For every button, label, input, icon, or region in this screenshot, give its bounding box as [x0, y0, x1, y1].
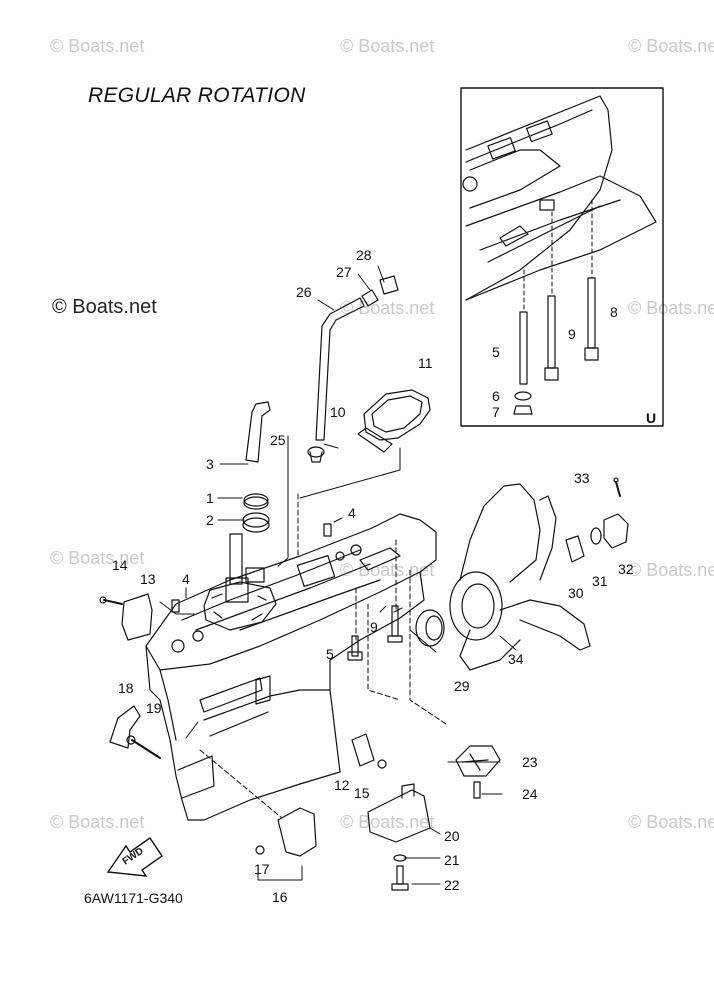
- callout-19: 19: [146, 700, 162, 716]
- washer-31: [590, 527, 602, 545]
- washer-30: [565, 535, 585, 563]
- callout-28: 28: [356, 247, 372, 263]
- housing-detail-cavities: [171, 544, 401, 653]
- watermark: © Boats.net: [628, 36, 714, 56]
- bolt-24: [473, 781, 481, 799]
- dashed-guides: [199, 493, 447, 819]
- cover-23: [455, 745, 501, 777]
- callout-31: 31: [592, 573, 608, 589]
- watermark: © Boats.net: [50, 36, 145, 56]
- nut-32: [603, 513, 629, 549]
- callout-34: 34: [508, 651, 524, 667]
- callout-5: 5: [492, 344, 500, 360]
- dowel-4b: [171, 599, 180, 613]
- oil-seal-1: [243, 493, 269, 507]
- callout-33: 33: [574, 470, 590, 486]
- water-tube-3: [245, 401, 271, 463]
- callout-16: 16: [272, 889, 288, 905]
- callout-17: 17: [254, 861, 270, 877]
- watermark: © Boats.net: [340, 298, 435, 318]
- callout-4: 4: [182, 571, 190, 587]
- inset-housing-drawing: [462, 95, 657, 301]
- anode-12: [351, 733, 375, 767]
- callout-24: 24: [522, 786, 538, 802]
- watermark: © Boats.net: [340, 36, 435, 56]
- spacer-29: [415, 609, 445, 647]
- inset-frame: [460, 87, 664, 427]
- bolt-22: [396, 865, 404, 885]
- anode-20: [367, 789, 431, 843]
- callout-12: 12: [334, 777, 350, 793]
- callout-14: 14: [112, 557, 128, 573]
- callout-30: 30: [568, 585, 584, 601]
- part-code: 6AW1171-G340: [84, 890, 183, 906]
- anode-16: [277, 807, 317, 857]
- callout-27: 27: [336, 264, 352, 280]
- callout-3: 3: [206, 456, 214, 472]
- callout-2: 2: [206, 512, 214, 528]
- callout-1: 1: [206, 490, 214, 506]
- callout-6: 6: [492, 388, 500, 404]
- fwd-arrow-icon: [106, 837, 163, 877]
- seal-10: [357, 427, 393, 453]
- nut-28: [379, 275, 399, 295]
- callout-23: 23: [522, 754, 538, 770]
- callout-7: 7: [492, 404, 500, 420]
- inset-label: U: [646, 410, 657, 426]
- watermark: © Boats.net: [340, 812, 435, 832]
- watermark-main: © Boats.net: [52, 296, 157, 318]
- inset-bolts: [513, 277, 599, 415]
- oil-seal-2: [242, 512, 270, 528]
- watermark: © Boats.net: [628, 560, 714, 580]
- watermark: © Boats.net: [628, 298, 714, 318]
- callout-26: 26: [296, 284, 312, 300]
- bolt-15: [377, 759, 387, 769]
- water-pump-assembly: [203, 533, 277, 631]
- lower-unit-housing: [145, 513, 437, 821]
- callout-29: 29: [454, 678, 470, 694]
- bolt-17: [255, 845, 265, 855]
- callout-13: 13: [140, 571, 156, 587]
- washer-21: [393, 854, 407, 862]
- grommet-25: [307, 446, 325, 458]
- callout-10: 10: [330, 404, 346, 420]
- propeller-34: [449, 483, 591, 671]
- water-tube-26: [315, 297, 365, 441]
- callout-15: 15: [354, 785, 370, 801]
- callout-11: 11: [418, 355, 433, 371]
- callout-9: 9: [568, 326, 576, 342]
- watermark: © Boats.net: [50, 548, 145, 568]
- cotter-pin-33: [615, 481, 621, 497]
- grommet-11: [363, 389, 431, 441]
- callout-5: 5: [326, 646, 334, 662]
- dowel-4a: [323, 523, 332, 537]
- bolt-5: [351, 635, 359, 657]
- anode-13: [121, 593, 153, 641]
- grommet-27: [361, 289, 379, 307]
- watermark: © Boats.net: [50, 812, 145, 832]
- watermark: © Boats.net: [628, 812, 714, 832]
- callout-4: 4: [348, 505, 356, 521]
- callout-32: 32: [618, 561, 634, 577]
- callout-20: 20: [444, 828, 460, 844]
- callout-9: 9: [370, 619, 378, 635]
- inset-dashed-guides: [523, 199, 593, 313]
- diagram-title: REGULAR ROTATION: [88, 84, 306, 107]
- callout-18: 18: [118, 680, 134, 696]
- callout-8: 8: [610, 304, 618, 320]
- callout-21: 21: [444, 852, 460, 868]
- callout-25: 25: [270, 432, 286, 448]
- trim-tab-18: [109, 705, 141, 749]
- callout-22: 22: [444, 877, 460, 893]
